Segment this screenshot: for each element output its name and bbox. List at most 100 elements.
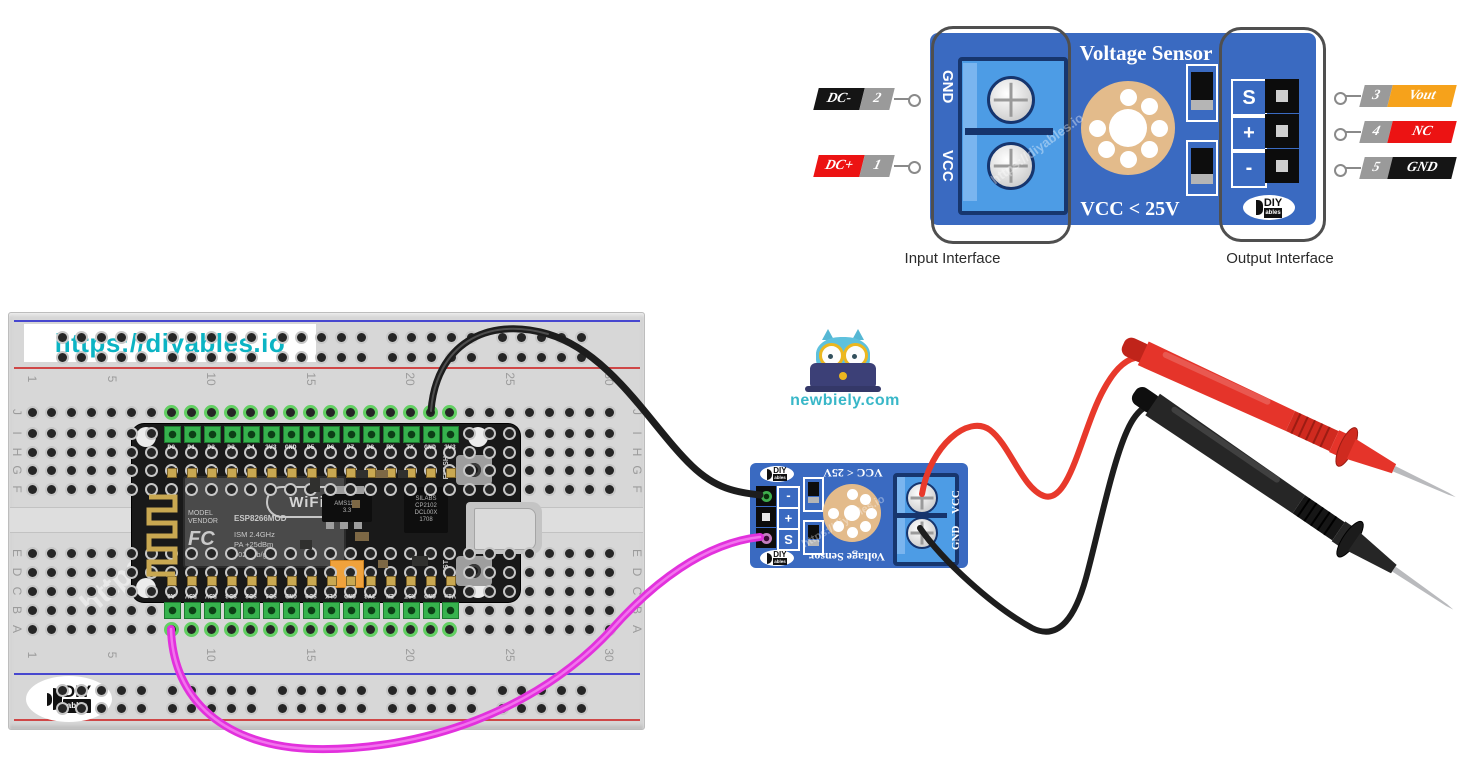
breadboard-hole[interactable] [47, 548, 57, 558]
breadboard-hole[interactable] [584, 586, 594, 596]
breadboard-hole[interactable] [326, 447, 335, 457]
power-rail-hole[interactable] [227, 703, 237, 713]
breadboard-hole[interactable] [564, 428, 574, 438]
breadboard-hole[interactable] [87, 567, 97, 577]
breadboard-hole[interactable] [107, 586, 117, 596]
nodemcu-pin-D0[interactable] [163, 426, 181, 443]
power-rail-hole[interactable] [467, 332, 477, 342]
breadboard-hole[interactable] [326, 624, 335, 634]
breadboard-hole[interactable] [505, 484, 515, 494]
breadboard-hole[interactable] [27, 605, 37, 615]
nodemcu-pin-D6[interactable] [323, 426, 340, 443]
power-rail-hole[interactable] [77, 332, 87, 342]
power-rail-hole[interactable] [247, 352, 257, 362]
power-rail-hole[interactable] [187, 703, 197, 713]
breadboard-hole[interactable] [365, 624, 375, 634]
power-rail-hole[interactable] [407, 703, 417, 713]
power-rail-hole[interactable] [227, 332, 237, 342]
power-rail-hole[interactable] [317, 703, 327, 713]
breadboard-hole[interactable] [544, 548, 554, 558]
breadboard-hole[interactable] [107, 624, 117, 634]
breadboard-hole[interactable] [365, 447, 375, 457]
power-rail-hole[interactable] [77, 685, 87, 695]
breadboard-hole[interactable] [385, 484, 395, 494]
breadboard-hole[interactable] [166, 484, 176, 494]
power-rail-hole[interactable] [337, 703, 347, 713]
power-rail-hole[interactable] [537, 352, 547, 362]
power-rail-hole[interactable] [117, 703, 127, 713]
breadboard-hole[interactable] [485, 465, 495, 475]
breadboard-hole[interactable] [67, 624, 77, 634]
power-rail-hole[interactable] [517, 685, 527, 695]
power-rail-hole[interactable] [137, 703, 147, 713]
breadboard-hole[interactable] [326, 407, 335, 417]
screw-vcc[interactable] [987, 142, 1035, 190]
breadboard-hole[interactable] [564, 447, 574, 457]
breadboard-hole[interactable] [485, 605, 495, 615]
nodemcu-pin-D1[interactable] [183, 426, 201, 443]
multimeter-probe-black[interactable] [1123, 375, 1466, 627]
power-rail-hole[interactable] [187, 685, 197, 695]
breadboard-hole[interactable] [286, 484, 296, 494]
breadboard-hole[interactable] [127, 605, 136, 615]
power-rail-hole[interactable] [577, 332, 587, 342]
breadboard-hole[interactable] [27, 567, 37, 577]
breadboard-hole[interactable] [306, 447, 316, 457]
breadboard-hole[interactable] [604, 605, 614, 615]
power-rail-hole[interactable] [277, 352, 287, 362]
breadboard-hole[interactable] [127, 567, 136, 577]
breadboard-hole[interactable] [525, 428, 534, 438]
breadboard-hole[interactable] [525, 407, 534, 417]
power-rail-hole[interactable] [207, 685, 217, 695]
screw-vcc[interactable] [906, 482, 938, 514]
breadboard-hole[interactable] [485, 428, 495, 438]
breadboard-hole[interactable] [485, 624, 495, 634]
breadboard-hole[interactable] [127, 586, 136, 596]
breadboard-hole[interactable] [286, 624, 296, 634]
power-rail-hole[interactable] [467, 685, 477, 695]
power-rail-hole[interactable] [407, 685, 417, 695]
nodemcu-pin-A0[interactable] [163, 602, 181, 619]
breadboard-hole[interactable] [266, 484, 276, 494]
breadboard-hole[interactable] [465, 567, 475, 577]
breadboard-hole[interactable] [206, 447, 216, 457]
power-rail-hole[interactable] [57, 352, 67, 362]
breadboard-hole[interactable] [525, 447, 534, 457]
breadboard-hole[interactable] [345, 447, 355, 457]
breadboard-hole[interactable] [87, 484, 97, 494]
breadboard-hole[interactable] [465, 447, 475, 457]
breadboard-hole[interactable] [544, 605, 554, 615]
breadboard-hole[interactable] [47, 428, 57, 438]
breadboard-hole[interactable] [584, 428, 594, 438]
power-rail-hole[interactable] [577, 685, 587, 695]
power-rail-hole[interactable] [467, 703, 477, 713]
breadboard-hole[interactable] [107, 428, 117, 438]
breadboard-hole[interactable] [465, 586, 475, 596]
power-rail-hole[interactable] [427, 685, 437, 695]
breadboard-hole[interactable] [584, 548, 594, 558]
breadboard-hole[interactable] [465, 428, 475, 438]
breadboard-hole[interactable] [67, 586, 77, 596]
breadboard-hole[interactable] [226, 624, 236, 634]
breadboard-hole[interactable] [445, 548, 455, 558]
power-rail-hole[interactable] [407, 332, 417, 342]
power-rail-hole[interactable] [167, 352, 177, 362]
breadboard-hole[interactable] [525, 484, 534, 494]
breadboard-hole[interactable] [505, 447, 515, 457]
module-pin-minus[interactable] [756, 486, 776, 506]
power-rail-hole[interactable] [207, 703, 217, 713]
breadboard-hole[interactable] [505, 407, 515, 417]
breadboard-hole[interactable] [544, 484, 554, 494]
breadboard-hole[interactable] [87, 586, 97, 596]
breadboard-hole[interactable] [385, 548, 395, 558]
nodemcu-pin-RST[interactable] [402, 602, 420, 619]
power-rail-hole[interactable] [337, 685, 347, 695]
breadboard-hole[interactable] [385, 447, 395, 457]
nodemcu-pin-SD1[interactable] [263, 602, 281, 619]
breadboard-hole[interactable] [67, 484, 77, 494]
breadboard-hole[interactable] [505, 605, 515, 615]
breadboard-hole[interactable] [87, 465, 97, 475]
breadboard-hole[interactable] [266, 407, 276, 417]
breadboard-hole[interactable] [505, 624, 515, 634]
screw-gnd[interactable] [906, 517, 938, 549]
